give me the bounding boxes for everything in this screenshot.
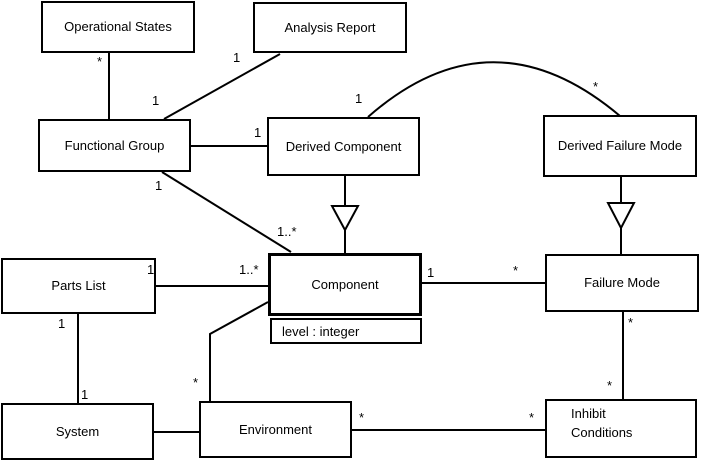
- multiplicity-label: *: [628, 315, 634, 330]
- multiplicity-label: *: [607, 378, 613, 393]
- class-label: Component: [311, 276, 379, 292]
- class-label: Parts List: [51, 278, 106, 293]
- multiplicity-label: *: [193, 375, 199, 390]
- multiplicity-label: 1: [254, 125, 262, 140]
- class-label: Functional Group: [64, 137, 165, 153]
- class-label: Environment: [239, 421, 312, 437]
- class-label: Derived Failure Mode: [557, 138, 683, 153]
- class-box-parts-list: Parts List: [1, 258, 156, 314]
- multiplicity-label: 1..*: [239, 262, 259, 277]
- class-box-environment: Environment: [199, 401, 352, 458]
- component-attribute-compartment: level : integer: [270, 318, 422, 344]
- multiplicity-label: *: [593, 79, 599, 94]
- class-box-component: Component: [268, 253, 422, 316]
- multiplicity-label: 1: [233, 50, 241, 65]
- class-box-derived-failure-mode: Derived Failure Mode: [543, 115, 697, 177]
- multiplicity-label: 1: [355, 91, 363, 106]
- line-functional-group-component: [161, 171, 292, 253]
- class-label: Derived Component: [285, 138, 402, 154]
- multiplicity-label: 1: [81, 387, 89, 402]
- class-box-derived-component: Derived Component: [267, 117, 420, 176]
- class-box-analysis-report: Analysis Report: [253, 2, 407, 53]
- arc-derived-component-derived-failure-mode: [367, 61, 621, 118]
- line-analysis-report-functional-group: [163, 53, 281, 120]
- generalization-arrow-icon: [606, 202, 636, 231]
- class-box-functional-group: Functional Group: [38, 119, 191, 172]
- multiplicity-label: 1: [427, 265, 435, 280]
- multiplicity-label: *: [97, 54, 103, 69]
- class-label: Operational States: [64, 19, 172, 34]
- line-component-environment: [209, 301, 269, 401]
- multiplicity-label: *: [529, 410, 535, 425]
- class-label: System: [55, 423, 100, 439]
- class-label: Failure Mode: [584, 275, 660, 290]
- class-box-failure-mode: Failure Mode: [545, 254, 699, 312]
- multiplicity-label: 1: [147, 262, 155, 277]
- multiplicity-label: *: [513, 263, 519, 278]
- multiplicity-label: 1: [155, 178, 163, 193]
- class-label: Inhibit Conditions: [571, 406, 633, 440]
- multiplicity-label: 1..*: [277, 224, 297, 239]
- class-box-operational-states: Operational States: [41, 1, 195, 53]
- multiplicity-label: *: [359, 410, 365, 425]
- generalization-arrow-icon: [330, 205, 360, 233]
- multiplicity-label: 1: [152, 93, 160, 108]
- attribute-label: level : integer: [282, 323, 360, 339]
- class-box-inhibit-conditions: Inhibit Conditions: [545, 399, 697, 458]
- class-label: Analysis Report: [284, 19, 376, 35]
- class-box-system: System: [1, 403, 154, 460]
- multiplicity-label: 1: [58, 316, 66, 331]
